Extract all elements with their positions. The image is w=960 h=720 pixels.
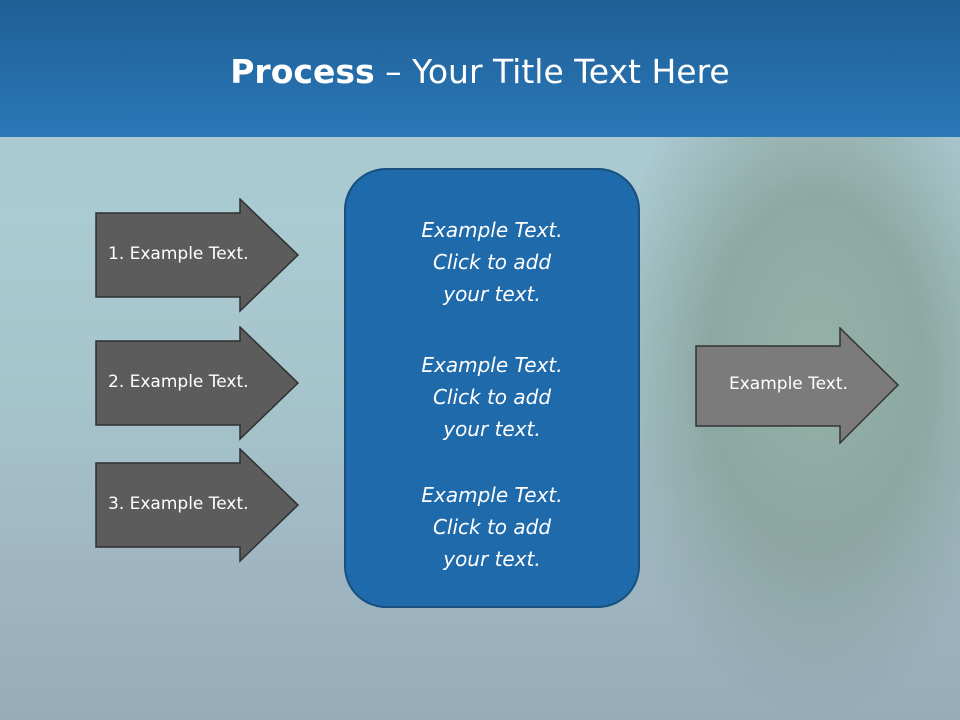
right-arrow-label: Example Text.: [729, 374, 848, 394]
arrow-shape-icon: [95, 325, 300, 441]
center-block-2-line-1: Example Text.: [421, 353, 563, 377]
center-block-3-line-3: your text.: [443, 547, 541, 571]
center-block-3: Example Text. Click to add your text.: [346, 479, 638, 575]
foliage-area: [600, 137, 960, 720]
center-block-2-line-3: your text.: [443, 417, 541, 441]
arrow-shape-icon: [695, 326, 900, 445]
arrow-shape-icon: [95, 197, 300, 313]
center-block-2: Example Text. Click to add your text.: [346, 349, 638, 445]
center-block-2-line-2: Click to add: [432, 385, 552, 409]
center-block-1-line-1: Example Text.: [421, 218, 563, 242]
left-arrow-3[interactable]: 3. Example Text.: [95, 447, 300, 563]
left-arrow-1-label: 1. Example Text.: [108, 244, 249, 264]
left-arrow-2[interactable]: 2. Example Text.: [95, 325, 300, 441]
left-arrow-2-label: 2. Example Text.: [108, 372, 249, 392]
arrow-shape-icon: [95, 447, 300, 563]
center-text-box[interactable]: Example Text. Click to add your text. Ex…: [344, 168, 640, 608]
title-rest: – Your Title Text Here: [374, 52, 730, 91]
center-block-1-line-3: your text.: [443, 282, 541, 306]
center-block-1: Example Text. Click to add your text.: [346, 214, 638, 310]
center-block-3-line-1: Example Text.: [421, 483, 563, 507]
slide-title[interactable]: Process – Your Title Text Here: [0, 52, 960, 91]
center-block-3-line-2: Click to add: [432, 515, 552, 539]
title-bar: Process – Your Title Text Here: [0, 0, 960, 137]
left-arrow-1[interactable]: 1. Example Text.: [95, 197, 300, 313]
title-bold: Process: [230, 52, 375, 91]
center-block-1-line-2: Click to add: [432, 250, 552, 274]
right-arrow[interactable]: Example Text.: [695, 326, 900, 445]
left-arrow-3-label: 3. Example Text.: [108, 494, 249, 514]
